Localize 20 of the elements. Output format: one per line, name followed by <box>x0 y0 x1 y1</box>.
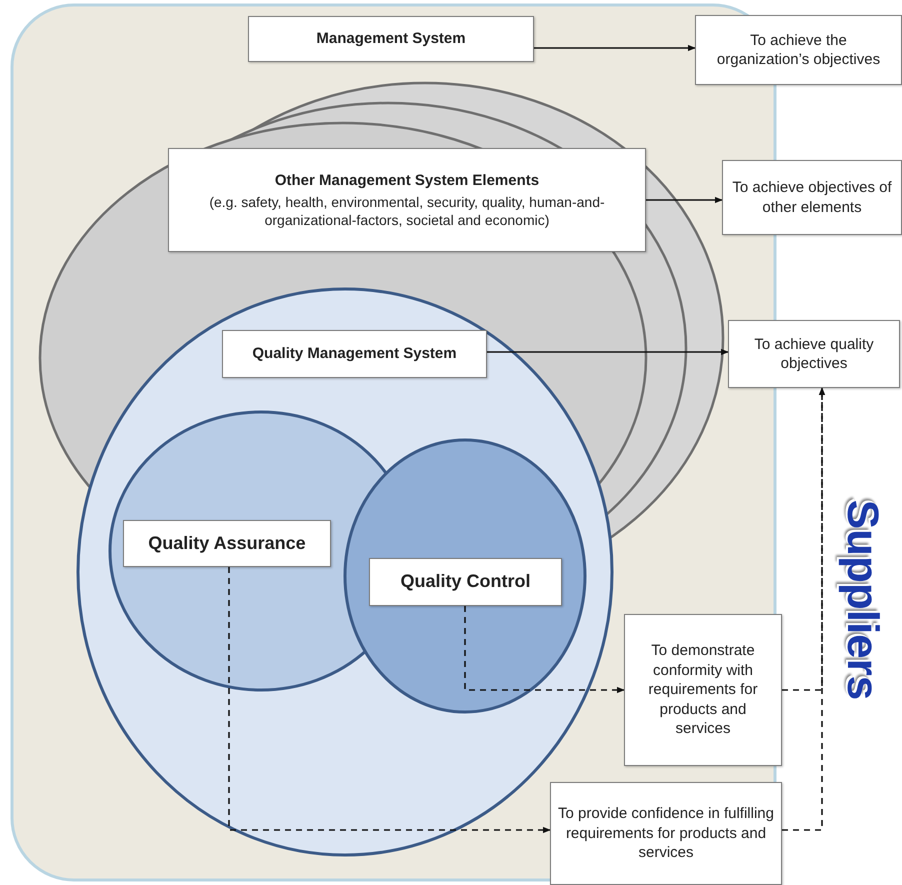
heading-text: Other Management System Elements <box>274 171 540 191</box>
label-box: To achieve quality objectives <box>728 320 900 388</box>
side-label: Suppliers <box>837 500 887 700</box>
label-box: To demonstrate conformity with requirements for products and services <box>624 614 782 766</box>
label-box: Quality Control <box>369 558 562 606</box>
label-box: Quality Assurance <box>123 520 331 567</box>
label-box: Quality Management System <box>222 330 487 378</box>
label-box <box>168 148 646 252</box>
label-box: Management System <box>248 16 534 62</box>
label-box: To provide confidence in fulfilling requirements for products and services <box>550 782 782 885</box>
arrow <box>534 44 696 52</box>
arrow <box>464 606 625 694</box>
arrow <box>228 567 551 834</box>
arrow <box>646 196 723 204</box>
arrow <box>487 348 729 356</box>
arrow <box>782 387 826 691</box>
label-box: To achieve objectives of other elements <box>722 160 902 235</box>
arrow <box>782 387 826 831</box>
label-box: To achieve the organization’s objectives <box>695 15 902 85</box>
body-text: (e.g. safety, health, environmental, security, quality, human-and-organizational-factors, societal and economic) <box>208 192 606 229</box>
